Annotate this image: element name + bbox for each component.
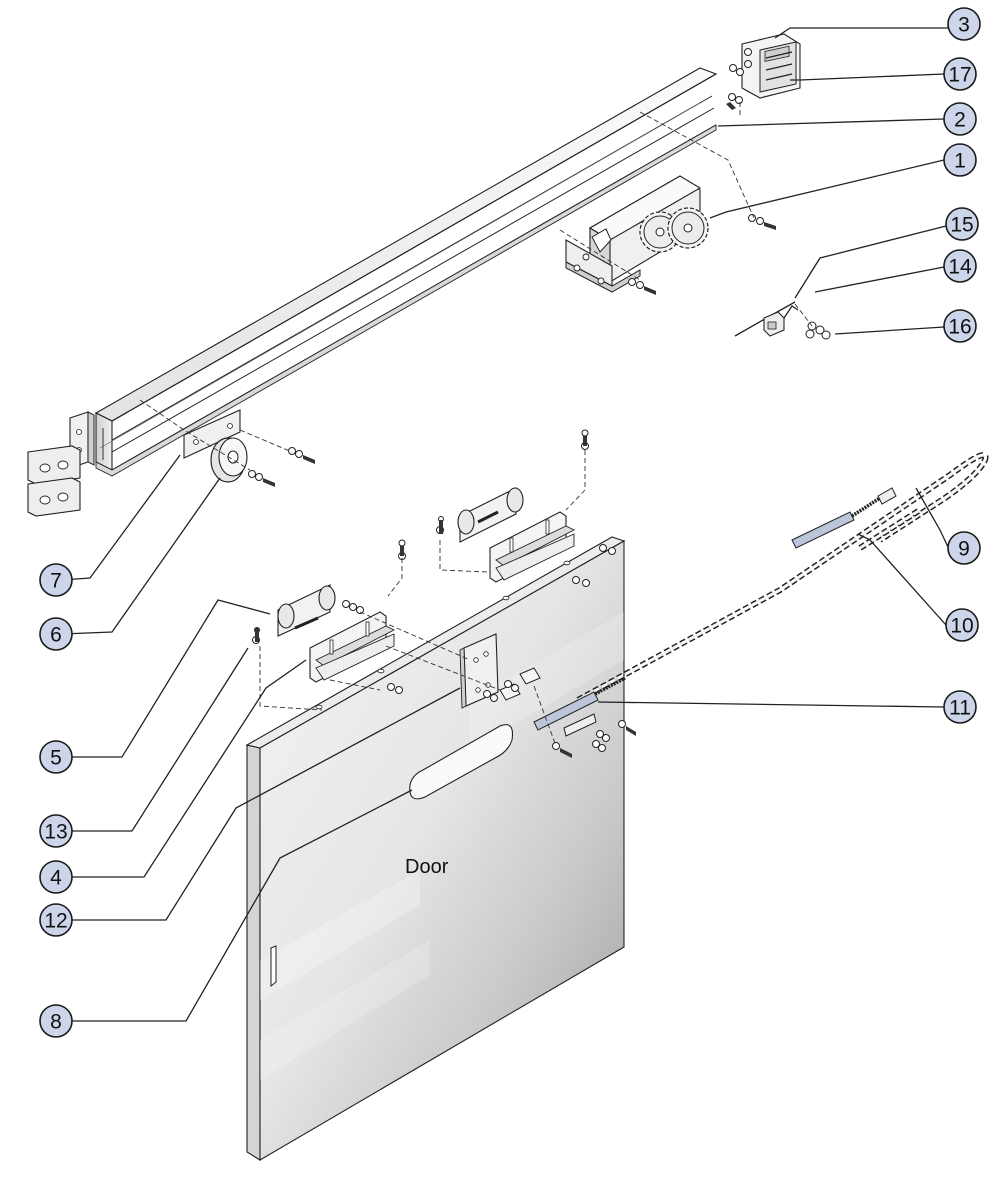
wheel xyxy=(210,437,248,483)
door-band xyxy=(470,612,624,750)
sprocket xyxy=(639,211,681,253)
door-label: Door xyxy=(405,856,449,878)
svg-text:1: 1 xyxy=(954,150,966,173)
limit-switch xyxy=(734,301,831,340)
callout-2: 2 xyxy=(943,102,977,136)
door-hole xyxy=(563,560,571,566)
leader-lines xyxy=(61,27,949,1022)
callout-10: 10 xyxy=(945,608,979,642)
svg-text:2: 2 xyxy=(954,109,966,132)
drive-chain xyxy=(533,452,989,758)
door-hole xyxy=(502,595,510,601)
door: Door xyxy=(245,536,626,1161)
callout-13: 13 xyxy=(39,814,73,848)
svg-text:10: 10 xyxy=(950,615,973,638)
chain-connector xyxy=(533,691,599,731)
door-pull-handle xyxy=(270,945,277,988)
svg-text:15: 15 xyxy=(950,214,973,237)
callout-9: 9 xyxy=(947,531,981,565)
svg-text:17: 17 xyxy=(948,64,971,87)
door-handle-slot xyxy=(409,724,514,800)
door-hanger-front xyxy=(252,539,406,694)
rail-carriage xyxy=(183,409,315,487)
callout-3: 3 xyxy=(947,7,981,41)
door-hole xyxy=(377,668,385,674)
door-hanger-rear xyxy=(436,429,589,583)
svg-text:12: 12 xyxy=(44,910,67,933)
sprocket xyxy=(667,207,709,249)
callout-6: 6 xyxy=(39,617,73,651)
drive-motor xyxy=(565,175,776,295)
callout-5: 5 xyxy=(39,740,73,774)
callout-7: 7 xyxy=(39,563,73,597)
svg-text:7: 7 xyxy=(50,570,62,593)
assembly-guide-lines xyxy=(139,102,813,747)
callout-11: 11 xyxy=(943,690,977,724)
svg-text:6: 6 xyxy=(50,624,62,647)
callout-14: 14 xyxy=(943,249,977,283)
door-band xyxy=(260,870,420,1000)
callout-17: 17 xyxy=(943,57,977,91)
end-bracket-assembly xyxy=(726,33,801,110)
callout-4: 4 xyxy=(39,860,73,894)
svg-text:5: 5 xyxy=(50,747,62,770)
svg-text:9: 9 xyxy=(958,538,970,561)
door-side-washers xyxy=(572,544,616,587)
callout-1: 1 xyxy=(943,143,977,177)
svg-text:16: 16 xyxy=(948,316,971,339)
callout-15: 15 xyxy=(945,207,979,241)
svg-text:8: 8 xyxy=(50,1011,62,1034)
door-band xyxy=(260,940,430,1080)
door-face xyxy=(259,540,625,1161)
callout-8: 8 xyxy=(39,1004,73,1038)
chain-bracket-plate xyxy=(459,633,541,709)
svg-text:11: 11 xyxy=(949,697,971,720)
svg-text:3: 3 xyxy=(958,14,970,37)
svg-text:14: 14 xyxy=(948,256,972,279)
track-rail xyxy=(94,67,718,477)
rail-end-brackets xyxy=(27,411,95,517)
svg-text:13: 13 xyxy=(44,821,67,844)
threaded-rod-upper xyxy=(791,511,855,549)
callout-16: 16 xyxy=(943,309,977,343)
door-hole xyxy=(315,704,323,710)
svg-text:4: 4 xyxy=(50,867,62,890)
door-edge xyxy=(246,744,261,1161)
callout-12: 12 xyxy=(39,903,73,937)
